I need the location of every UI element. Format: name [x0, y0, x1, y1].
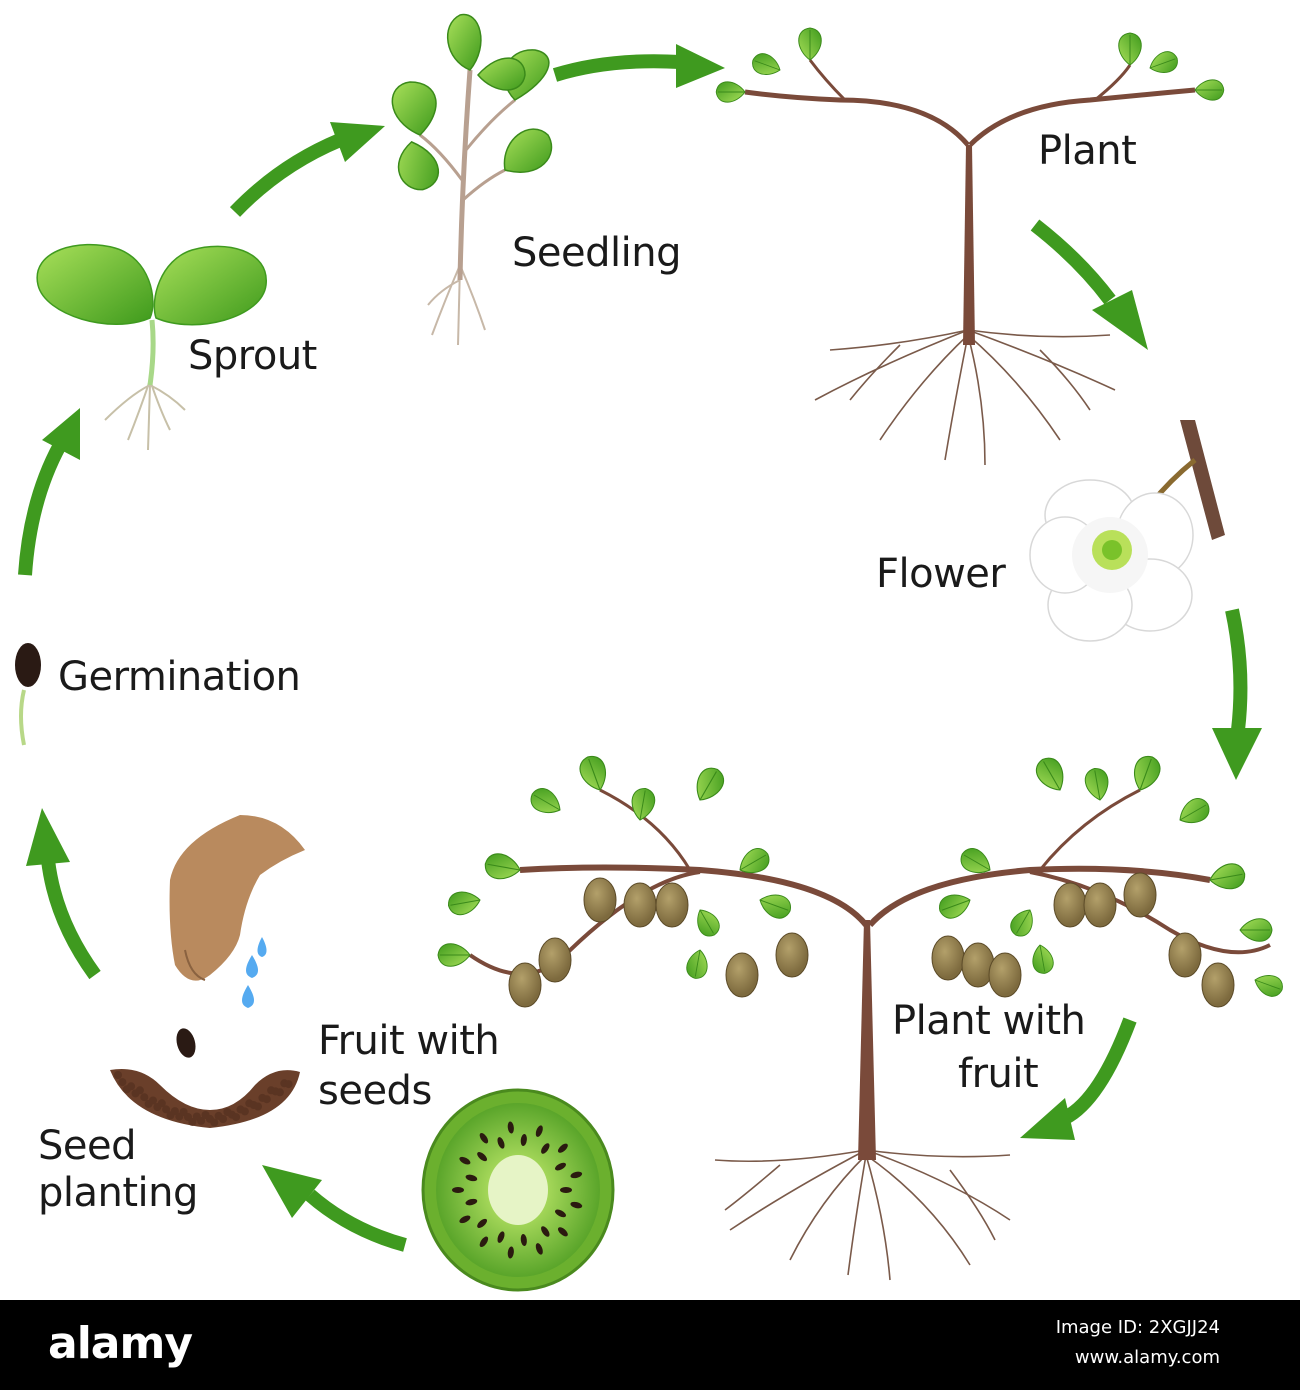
- arrow-germination-to-sprout: [18, 441, 67, 576]
- kiwi-seed: [477, 1152, 488, 1162]
- arrow-fruit-plant-to-fruit: [1061, 1017, 1137, 1125]
- stage-label-plant: Plant: [1038, 128, 1137, 174]
- kiwi-seed: [479, 1132, 489, 1144]
- soil-grain: [170, 1107, 179, 1116]
- arrow-head-icon: [26, 808, 70, 866]
- soil-grain: [118, 1078, 127, 1087]
- kiwi-seed: [477, 1218, 488, 1228]
- soil-grain: [262, 1095, 271, 1104]
- kiwi-seed: [465, 1174, 478, 1182]
- arrow-head-icon: [1092, 290, 1148, 350]
- soil-grain: [254, 1102, 262, 1111]
- soil-grain: [197, 1116, 206, 1125]
- kiwi-seed: [520, 1234, 527, 1246]
- soil-grain: [210, 1118, 219, 1127]
- kiwi-seed: [555, 1162, 566, 1171]
- soil-grain: [135, 1086, 144, 1095]
- kiwi-seed: [507, 1246, 514, 1259]
- soil-grain: [114, 1071, 122, 1079]
- arrow-sprout-to-seedling: [229, 133, 343, 217]
- kiwi-seed: [541, 1226, 550, 1237]
- plant-illustration: [715, 27, 1225, 466]
- arrow-head-icon: [330, 122, 385, 162]
- kiwi-seed: [479, 1236, 489, 1248]
- soil-grain: [149, 1096, 157, 1105]
- arrow-flower-to-fruit-plant: [1225, 608, 1248, 731]
- stage-label-fruit-with-seeds-line1: Fruit with: [318, 1018, 500, 1064]
- kiwi-seed: [497, 1137, 505, 1149]
- kiwi-seed: [535, 1125, 543, 1137]
- kiwi-seed: [570, 1171, 583, 1179]
- germination-illustration: [15, 643, 41, 746]
- soil-grain: [188, 1117, 197, 1126]
- soil-grain: [284, 1080, 293, 1089]
- kiwi-seed: [520, 1134, 527, 1146]
- kiwi-seed: [557, 1227, 568, 1237]
- life-cycle-diagram: Seedling Plant Sprout Flower Germination…: [15, 13, 1286, 1292]
- watermark-bar: [0, 1300, 1300, 1390]
- soil-grain: [240, 1107, 249, 1116]
- kiwi-seed: [497, 1231, 505, 1243]
- arrow-head-icon: [262, 1165, 322, 1218]
- arrow-head-icon: [1020, 1098, 1075, 1140]
- arrow-seed-planting-to-germination: [41, 859, 101, 980]
- soil-grain: [157, 1099, 166, 1108]
- flower-illustration: [1029, 420, 1225, 642]
- soil-grain: [162, 1105, 171, 1114]
- cycle-arrows: [18, 44, 1262, 1252]
- stage-label-seed-planting-line2: planting: [38, 1170, 198, 1216]
- kiwi-seed: [507, 1121, 514, 1134]
- arrow-head-icon: [42, 408, 80, 460]
- arrow-head-icon: [1212, 728, 1262, 780]
- kiwi-seed: [560, 1187, 572, 1193]
- arrow-plant-to-flower: [1030, 219, 1116, 305]
- soil-grain: [219, 1115, 227, 1123]
- kiwi-seed: [465, 1198, 478, 1206]
- plant-with-fruit-illustration: [437, 752, 1286, 1281]
- stage-label-seed-planting-line1: Seed: [38, 1123, 137, 1169]
- arrow-seedling-to-plant: [552, 54, 681, 82]
- arrow-head-icon: [676, 44, 725, 88]
- sprout-illustration: [36, 243, 267, 451]
- arrow-fruit-to-seed-planting: [305, 1189, 407, 1252]
- seedling-illustration: [391, 13, 553, 346]
- watermark-url: www.alamy.com: [1074, 1347, 1220, 1368]
- watermark-image-id: Image ID: 2XGJJ24: [1055, 1317, 1220, 1338]
- stage-label-plant-with-fruit-line2: fruit: [958, 1051, 1039, 1097]
- stage-label-sprout: Sprout: [188, 333, 317, 379]
- watermark-logo: alamy: [48, 1318, 193, 1369]
- kiwi-seed: [570, 1201, 583, 1209]
- kiwi-seed: [459, 1215, 471, 1224]
- fruit-cluster-right: [931, 872, 1235, 1008]
- kiwi-slice-illustration: [421, 1088, 615, 1292]
- stage-label-fruit-with-seeds-line2: seeds: [318, 1068, 432, 1114]
- stage-label-germination: Germination: [58, 654, 301, 700]
- soil-grain: [140, 1093, 149, 1102]
- seed-planting-illustration: [110, 815, 305, 1128]
- stage-label-plant-with-fruit-line1: Plant with: [892, 998, 1086, 1044]
- fruit-cluster-left: [508, 877, 809, 1008]
- soil-grain: [127, 1082, 136, 1091]
- soil-grain: [232, 1113, 241, 1122]
- kiwi-seed: [535, 1243, 543, 1255]
- kiwi-seed: [557, 1143, 568, 1153]
- kiwi-seed: [452, 1187, 464, 1193]
- stage-label-seedling: Seedling: [512, 230, 681, 276]
- kiwi-seed: [555, 1209, 566, 1218]
- kiwi-seed: [541, 1143, 550, 1154]
- kiwi-seed: [459, 1156, 471, 1165]
- soil-grain: [275, 1088, 284, 1097]
- stage-label-flower: Flower: [876, 551, 1006, 597]
